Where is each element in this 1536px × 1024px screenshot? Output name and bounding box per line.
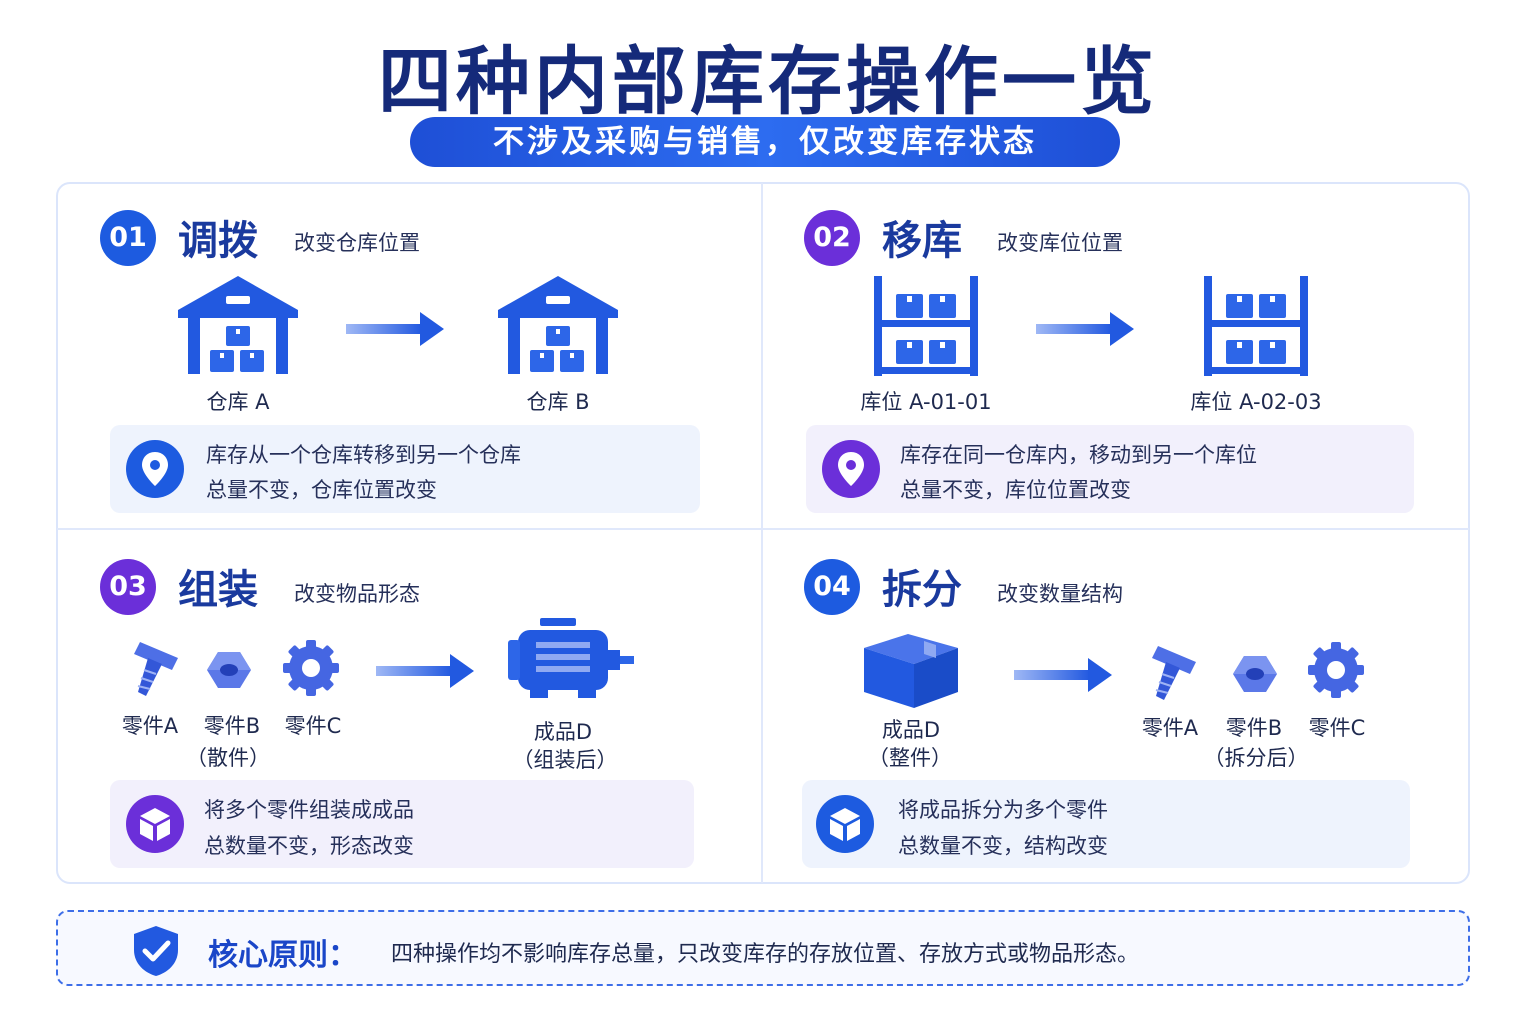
location-pin-icon — [822, 440, 880, 498]
section-desc: 改变仓库位置 — [294, 231, 420, 255]
cube-icon — [816, 795, 874, 853]
product-label: 成品D — [533, 720, 593, 744]
section-number-badge: 04 — [804, 559, 860, 615]
gear-icon — [1308, 642, 1364, 698]
arrow-right-icon — [376, 654, 474, 688]
from-location-label: 库位 A-01-01 — [860, 390, 992, 414]
screw-icon — [1152, 646, 1196, 700]
nut-icon — [1233, 656, 1277, 692]
section-number-badge: 02 — [804, 210, 860, 266]
location-pin-icon — [126, 440, 184, 498]
cube-icon — [126, 795, 184, 853]
product-note: （整件） — [868, 746, 952, 770]
product-note: （组装后） — [512, 748, 618, 772]
subtitle-banner: 不涉及采购与销售，仅改变库存状态 — [410, 117, 1120, 167]
section-desc: 改变库位位置 — [997, 231, 1123, 255]
shelf-icon — [1204, 276, 1308, 376]
section-number-badge: 03 — [100, 559, 156, 615]
warehouse-icon — [178, 276, 298, 374]
info-box: 库存从一个仓库转移到另一个仓库 总量不变，仓库位置改变 — [110, 425, 700, 513]
section-title: 调拨 — [178, 218, 258, 264]
info-line-1: 将多个零件组装成成品 — [204, 798, 414, 822]
info-line-1: 将成品拆分为多个零件 — [898, 798, 1108, 822]
grid-divider-vertical — [761, 183, 763, 883]
arrow-right-icon — [346, 312, 444, 346]
part-label: 零件C — [284, 714, 342, 738]
section-title: 拆分 — [882, 567, 962, 613]
parts-note: （拆分后） — [1203, 746, 1309, 770]
arrow-right-icon — [1036, 312, 1134, 346]
motor-icon — [508, 618, 634, 698]
info-line-2: 总数量不变，结构改变 — [898, 834, 1108, 858]
warehouse-icon — [498, 276, 618, 374]
part-label: 零件C — [1308, 716, 1366, 740]
part-label: 零件B — [203, 714, 261, 738]
from-warehouse-label: 仓库 A — [206, 390, 270, 414]
section-desc: 改变数量结构 — [997, 582, 1123, 606]
page-title: 四种内部库存操作一览 — [378, 39, 1158, 125]
section-title: 移库 — [882, 218, 962, 264]
parts-note: （散件） — [186, 746, 270, 770]
info-line-2: 总数量不变，形态改变 — [204, 834, 414, 858]
shield-check-icon — [134, 926, 178, 976]
info-line-1: 库存从一个仓库转移到另一个仓库 — [206, 443, 521, 467]
part-label: 零件B — [1225, 716, 1283, 740]
core-principle-text: 四种操作均不影响库存总量，只改变库存的存放位置、存放方式或物品形态。 — [391, 942, 1140, 967]
gear-icon — [283, 640, 339, 696]
to-warehouse-label: 仓库 B — [526, 390, 590, 414]
product-label: 成品D — [881, 718, 941, 742]
info-box: 库存在同一仓库内，移动到另一个库位 总量不变，库位位置改变 — [806, 425, 1414, 513]
part-label: 零件A — [121, 714, 179, 738]
info-line-1: 库存在同一仓库内，移动到另一个库位 — [900, 443, 1257, 467]
to-location-label: 库位 A-02-03 — [1190, 390, 1322, 414]
info-line-2: 总量不变，仓库位置改变 — [206, 478, 437, 502]
info-box: 将成品拆分为多个零件 总数量不变，结构改变 — [802, 780, 1410, 868]
section-number-badge: 01 — [100, 210, 156, 266]
nut-icon — [207, 652, 251, 688]
screw-icon — [134, 642, 178, 696]
core-principle-box: 核心原则： 四种操作均不影响库存总量，只改变库存的存放位置、存放方式或物品形态。 — [56, 910, 1470, 986]
info-box: 将多个零件组装成成品 总数量不变，形态改变 — [110, 780, 694, 868]
info-line-2: 总量不变，库位位置改变 — [900, 478, 1131, 502]
shelf-icon — [874, 276, 978, 376]
section-title: 组装 — [178, 567, 258, 613]
grid-divider-horizontal — [57, 528, 1469, 530]
part-label: 零件A — [1141, 716, 1199, 740]
arrow-right-icon — [1014, 658, 1112, 692]
box-icon — [864, 634, 958, 708]
section-desc: 改变物品形态 — [294, 582, 420, 606]
core-principle-label: 核心原则： — [208, 938, 358, 973]
